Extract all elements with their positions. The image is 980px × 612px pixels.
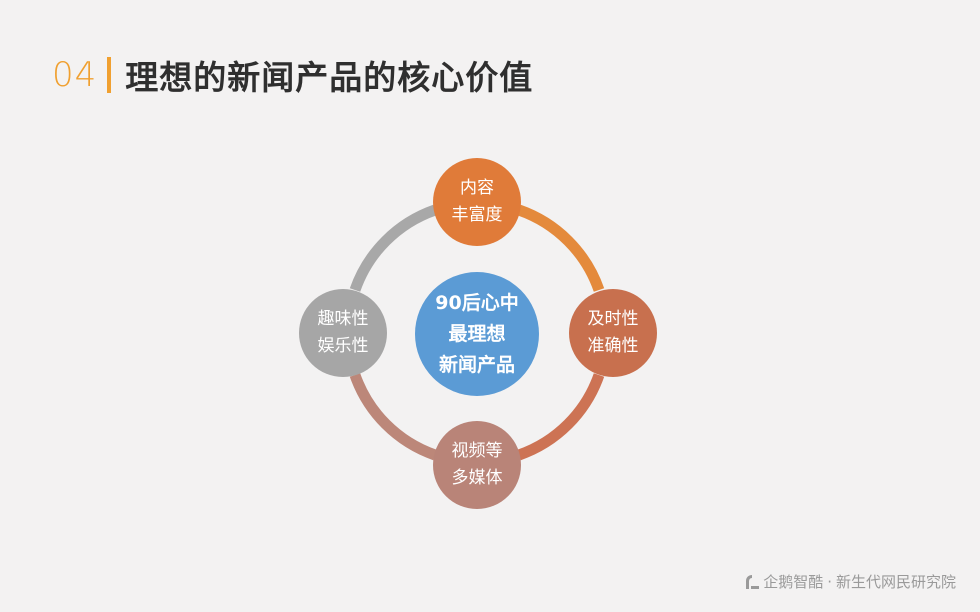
cycle-arc-top-right: [517, 204, 605, 292]
node-circle-timeliness: [569, 289, 657, 377]
node-circle-fun: [299, 289, 387, 377]
node-label-line: 趣味性: [317, 309, 369, 329]
title-divider: [107, 57, 112, 93]
node-label-line: 内容: [460, 178, 494, 198]
node-circle-content: [433, 158, 521, 246]
node-label-line: 娱乐性: [317, 336, 369, 356]
node-label-fun: 趣味性 娱乐性: [293, 289, 393, 377]
center-label: 90后心中 最理想 新闻产品: [407, 272, 547, 396]
node-label-content: 内容 丰富度: [427, 158, 527, 246]
node-label-line: 丰富度: [451, 205, 503, 225]
node-label-timeliness: 及时性 准确性: [563, 289, 663, 377]
center-circle: [415, 272, 539, 396]
center-label-line: 最理想: [448, 322, 506, 345]
node-circle-multimedia: [433, 421, 521, 509]
footer-separator: ·: [827, 572, 832, 591]
node-label-line: 及时性: [587, 309, 639, 329]
page-title: 理想的新闻产品的核心价值: [125, 58, 534, 97]
node-label-line: 多媒体: [451, 468, 503, 488]
center-label-line: 新闻产品: [438, 353, 515, 376]
center-label-line: 90后心中: [435, 291, 519, 314]
cycle-arc-bottom-left: [349, 373, 437, 461]
node-label-line: 视频等: [451, 441, 503, 461]
cycle-arc-bottom-right: [517, 373, 605, 461]
footer: 企鹅智酷 · 新生代网民研究院: [743, 571, 956, 592]
penguin-logo-icon: [746, 574, 760, 589]
node-label-line: 准确性: [587, 336, 639, 356]
footer-brand: 企鹅智酷: [763, 573, 824, 591]
node-label-multimedia: 视频等 多媒体: [427, 421, 527, 509]
section-number: 04: [52, 55, 98, 95]
footer-org: 新生代网民研究院: [835, 573, 956, 591]
slide-header: 04 理想的新闻产品的核心价值: [52, 50, 533, 100]
cycle-arc-top-left: [349, 204, 437, 292]
